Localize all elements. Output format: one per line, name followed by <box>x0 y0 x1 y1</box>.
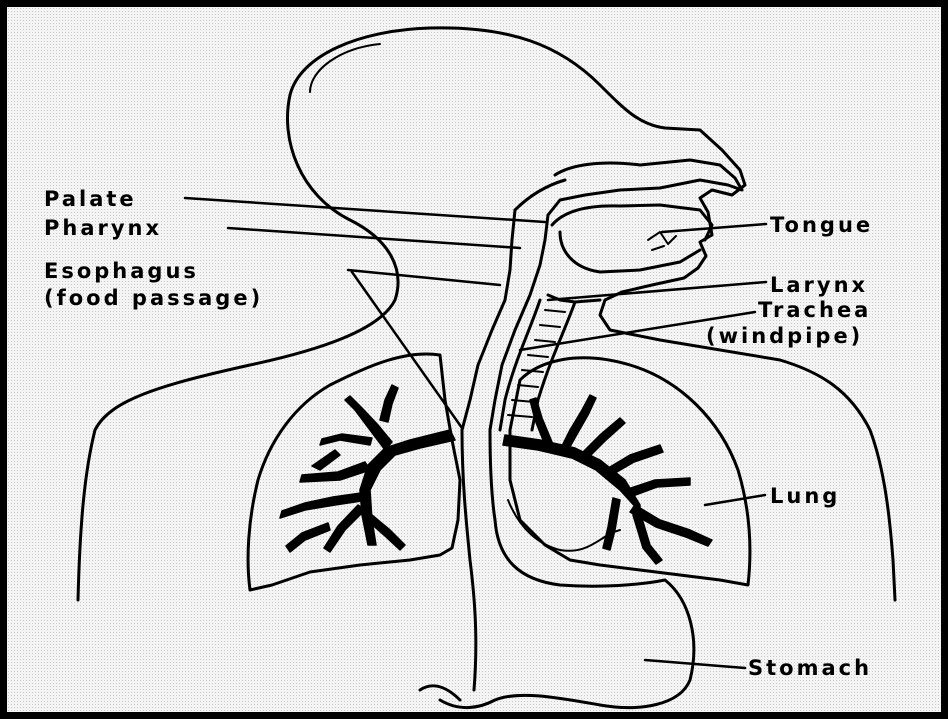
label-trachea: Trachea <box>758 298 871 322</box>
stomach-outline <box>440 520 694 708</box>
right-branch-4 <box>605 445 663 476</box>
left-lung <box>248 354 460 590</box>
tongue-detail <box>648 232 676 250</box>
stomach-lower-curve <box>420 686 460 700</box>
palate-line <box>552 205 712 240</box>
esophagus-leader-1 <box>348 270 500 285</box>
left-branch-2 <box>380 385 398 422</box>
labels: Palate Pharynx Esophagus (food passage) … <box>44 187 873 680</box>
esophagus-down-left <box>462 430 476 690</box>
left-branch-4 <box>300 462 370 482</box>
right-lung-outline <box>510 358 750 585</box>
tongue-leader <box>662 224 766 232</box>
label-esophagus-note: (food passage) <box>44 286 263 310</box>
tongue-shape <box>560 232 700 272</box>
label-tongue: Tongue <box>770 213 873 237</box>
pharynx-leader <box>228 228 520 248</box>
label-palate: Palate <box>44 187 137 211</box>
label-lung: Lung <box>770 484 840 508</box>
esophagus-down-right <box>490 430 495 520</box>
label-trachea-note: (windpipe) <box>706 324 863 348</box>
left-branch-3 <box>320 434 372 445</box>
label-pharynx: Pharynx <box>44 216 162 240</box>
left-branch-9 <box>312 450 340 470</box>
head-top-detail <box>310 44 380 92</box>
lung-leader <box>705 495 765 505</box>
palate-leader <box>185 198 545 222</box>
label-esophagus: Esophagus <box>44 259 199 283</box>
stomach-leader <box>645 660 745 668</box>
label-stomach: Stomach <box>748 656 872 680</box>
left-bronchus <box>360 430 455 545</box>
right-branch-5 <box>625 478 690 497</box>
esophagus-leader-2 <box>352 272 462 428</box>
right-branch-2 <box>580 418 625 460</box>
right-branch-7 <box>603 498 620 550</box>
label-larynx: Larynx <box>770 273 868 297</box>
